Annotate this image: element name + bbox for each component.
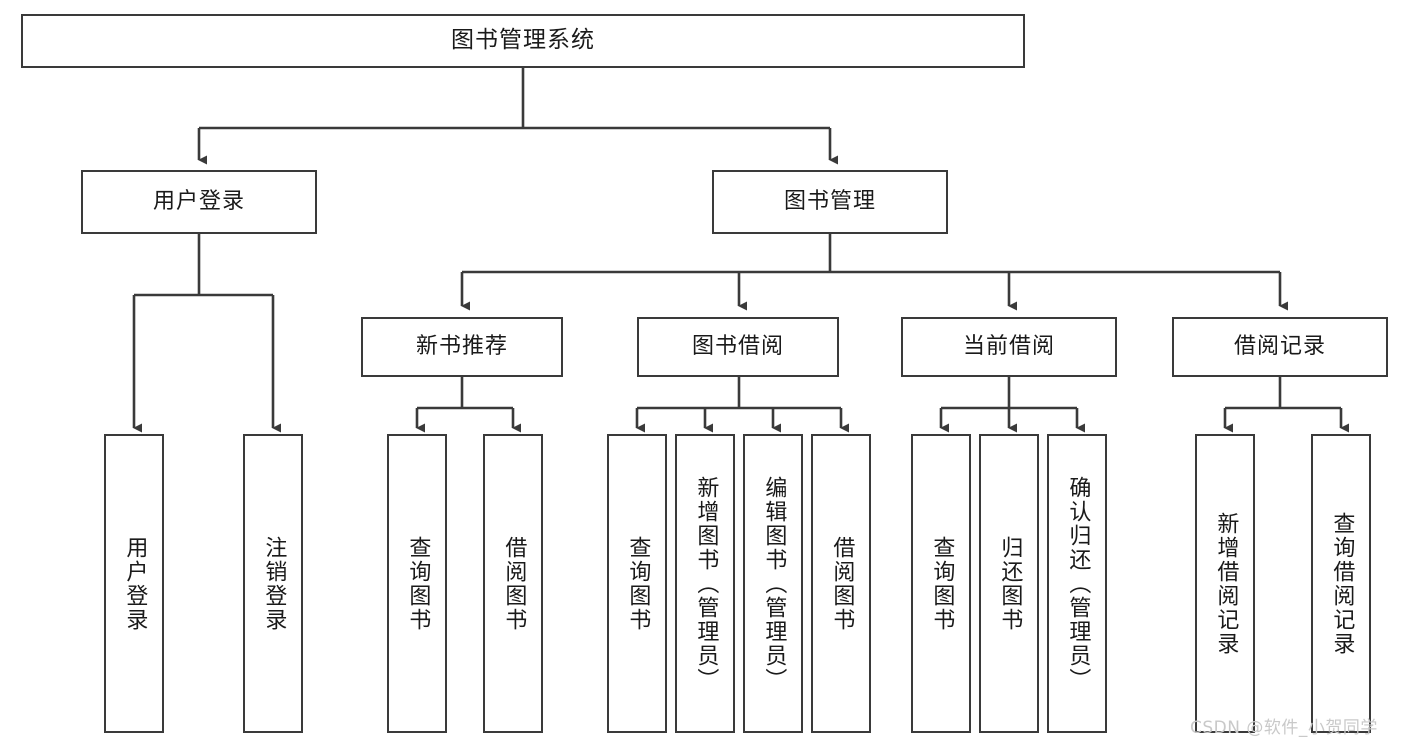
node-label: 确认归还（管理员）: [1065, 475, 1091, 692]
node-label: 新书推荐: [415, 334, 508, 360]
node-label: 查询图书: [405, 535, 431, 632]
node-label: 查询借阅记录: [1329, 511, 1355, 656]
leaf-current-query-book[interactable]: 查询图书: [911, 434, 971, 733]
node-label: 当前借阅: [962, 334, 1055, 360]
leaf-current-confirm-return-admin[interactable]: 确认归还（管理员）: [1047, 434, 1107, 733]
node-label: 用户登录: [152, 189, 245, 215]
node-label: 借阅记录: [1233, 334, 1326, 360]
node-label: 借阅图书: [829, 535, 855, 632]
node-label: 图书借阅: [691, 334, 784, 360]
node-label: 新增借阅记录: [1213, 511, 1239, 656]
node-label: 新增图书（管理员）: [693, 475, 719, 692]
node-label: 图书管理: [783, 189, 876, 215]
leaf-borrow-edit-book-admin[interactable]: 编辑图书（管理员）: [743, 434, 803, 733]
leaf-recommend-query-book[interactable]: 查询图书: [387, 434, 447, 733]
leaf-record-add-record[interactable]: 新增借阅记录: [1195, 434, 1255, 733]
node-label: 查询图书: [929, 535, 955, 632]
leaf-borrow-borrow-book[interactable]: 借阅图书: [811, 434, 871, 733]
node-label: 用户登录: [122, 535, 148, 632]
node-user-login[interactable]: 用户登录: [81, 170, 317, 234]
leaf-current-return-book[interactable]: 归还图书: [979, 434, 1039, 733]
node-label: 图书管理系统: [451, 27, 595, 54]
leaf-borrow-add-book-admin[interactable]: 新增图书（管理员）: [675, 434, 735, 733]
node-book-management[interactable]: 图书管理: [712, 170, 948, 234]
node-label: 注销登录: [261, 535, 287, 632]
node-label: 归还图书: [997, 535, 1023, 632]
node-label: 借阅图书: [501, 535, 527, 632]
node-root-system[interactable]: 图书管理系统: [21, 14, 1025, 68]
node-label: 编辑图书（管理员）: [761, 475, 787, 692]
leaf-borrow-query-book[interactable]: 查询图书: [607, 434, 667, 733]
node-label: 查询图书: [625, 535, 651, 632]
leaf-user-login-login[interactable]: 用户登录: [104, 434, 164, 733]
node-borrow-record[interactable]: 借阅记录: [1172, 317, 1388, 377]
node-current-borrow[interactable]: 当前借阅: [901, 317, 1117, 377]
leaf-record-query-record[interactable]: 查询借阅记录: [1311, 434, 1371, 733]
node-book-borrow[interactable]: 图书借阅: [637, 317, 839, 377]
leaf-recommend-borrow-book[interactable]: 借阅图书: [483, 434, 543, 733]
leaf-user-login-logout[interactable]: 注销登录: [243, 434, 303, 733]
node-new-book-recommend[interactable]: 新书推荐: [361, 317, 563, 377]
